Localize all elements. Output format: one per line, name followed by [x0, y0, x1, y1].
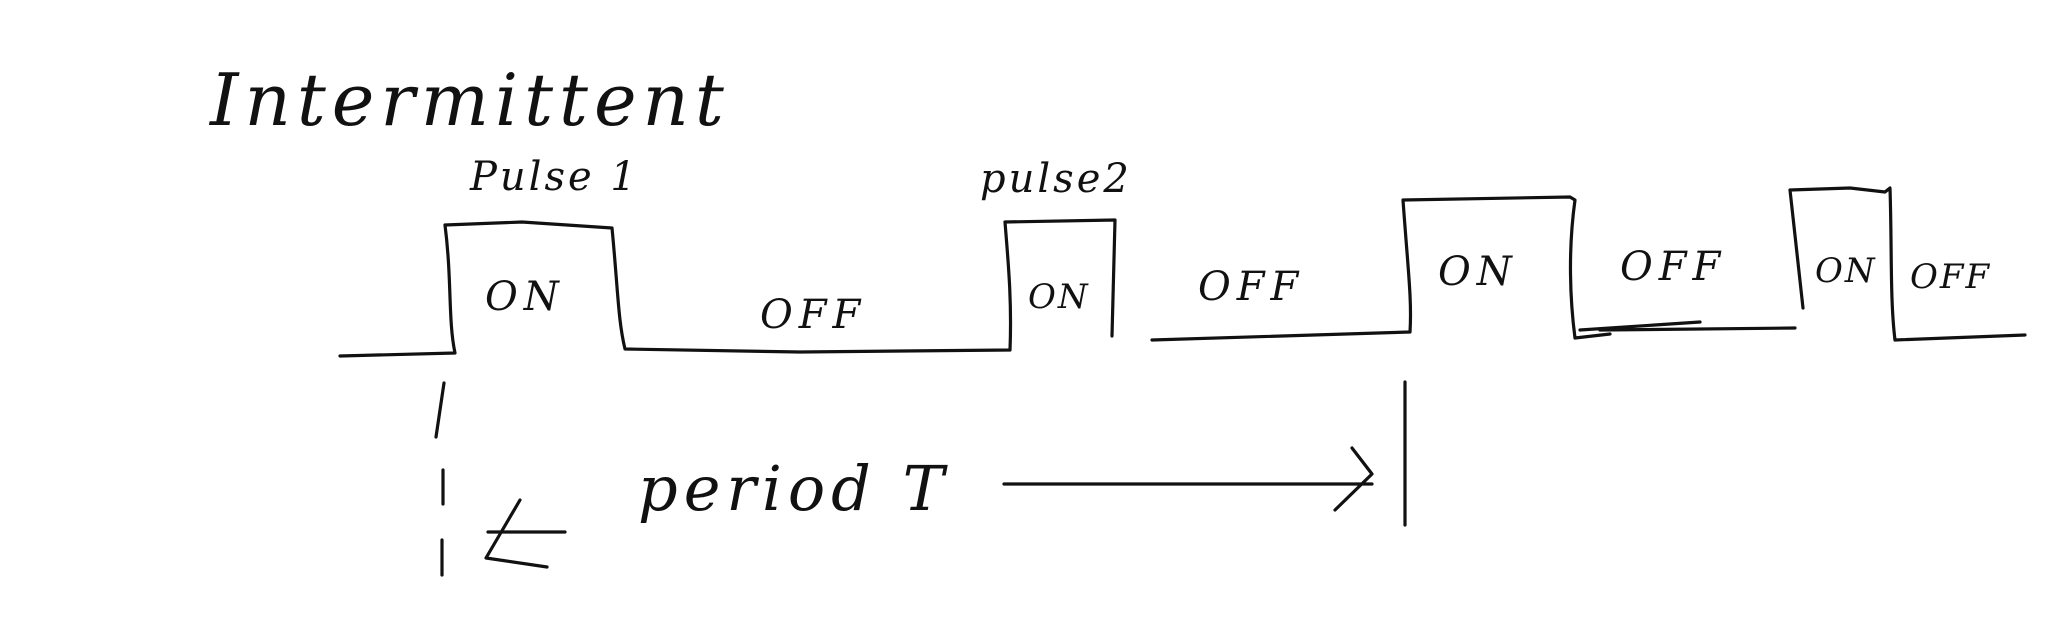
segment-label-off-2: OFF: [1198, 264, 1304, 310]
pulse-2-label: pulse2: [980, 156, 1132, 202]
segment-label-on-4: ON: [1815, 251, 1877, 291]
waveform-trace-2: [1150, 195, 1612, 342]
segment-label-off-3: OFF: [1620, 244, 1726, 290]
period-arrow-right-shape: [1002, 446, 1374, 512]
period-arrow-left-shape: [484, 498, 567, 569]
segment-label-off-1: OFF: [760, 292, 866, 338]
waveform-trace-3: [1788, 186, 2027, 342]
period-arrow-right: →: [1002, 446, 1374, 512]
period-arrow-left: ←: [484, 498, 567, 569]
pulse-1-label: Pulse 1: [469, 154, 639, 200]
segment-label-on-3: ON: [1438, 249, 1518, 295]
diagram-title: Intermittent: [208, 58, 730, 142]
segment-label-off-4: OFF: [1910, 257, 1991, 297]
segment-label-on-1: ON: [485, 274, 565, 320]
period-start-marker: [434, 381, 446, 577]
segment-label-on-2: ON: [1028, 277, 1090, 317]
waveform-trace-1: [338, 218, 1117, 358]
waveform-off-baseline: [1578, 320, 1797, 332]
period-label: period T: [638, 452, 950, 525]
